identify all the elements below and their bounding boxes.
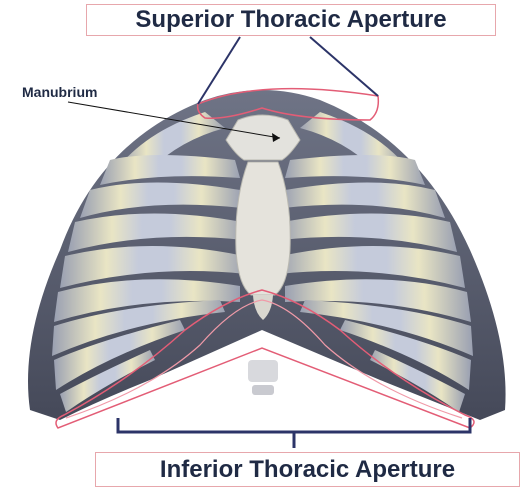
manubrium xyxy=(226,115,300,160)
inferior-thoracic-aperture-label: Inferior Thoracic Aperture xyxy=(95,452,520,487)
inferior-bracket xyxy=(118,418,470,448)
lumbar-vertebra xyxy=(248,360,278,382)
superior-pointer-right xyxy=(310,37,378,96)
manubrium-label: Manubrium xyxy=(22,84,97,100)
superior-thoracic-aperture-label: Superior Thoracic Aperture xyxy=(86,4,496,36)
sternum xyxy=(236,162,291,295)
